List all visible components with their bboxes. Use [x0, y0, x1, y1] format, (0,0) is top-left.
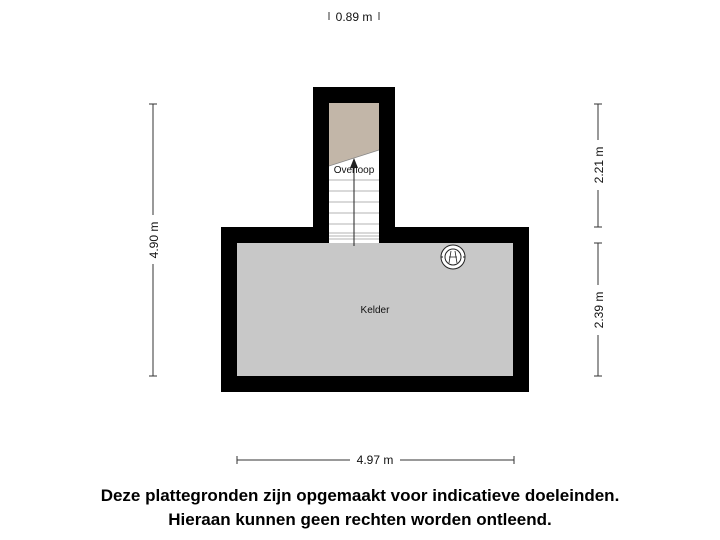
top-dimension: 0.89 m	[328, 10, 380, 24]
top-dimension-label: 0.89 m	[336, 10, 373, 24]
right-upper-dimension: 2.21 m	[592, 103, 606, 228]
left-dimension: 4.90 m	[147, 103, 161, 377]
disclaimer-line-1: Deze plattegronden zijn opgemaakt voor i…	[100, 486, 620, 505]
right-lower-dimension: 2.39 m	[592, 242, 606, 377]
room-label-kelder: Kelder	[361, 305, 391, 316]
kelder-floor	[237, 243, 513, 376]
stair-landing	[329, 103, 379, 166]
stair-arrow-icon	[350, 158, 358, 246]
room-label-overloop: Overloop	[334, 165, 375, 176]
bottom-dimension-label: 4.97 m	[357, 453, 394, 467]
right-lower-dimension-label: 2.39 m	[592, 292, 606, 329]
boiler-icon	[440, 244, 466, 270]
right-upper-dimension-label: 2.21 m	[592, 147, 606, 184]
left-dimension-label: 4.90 m	[147, 222, 161, 259]
bottom-dimension: 4.97 m	[236, 453, 515, 467]
disclaimer-line-2: Hieraan kunnen geen rechten worden ontle…	[168, 510, 552, 529]
